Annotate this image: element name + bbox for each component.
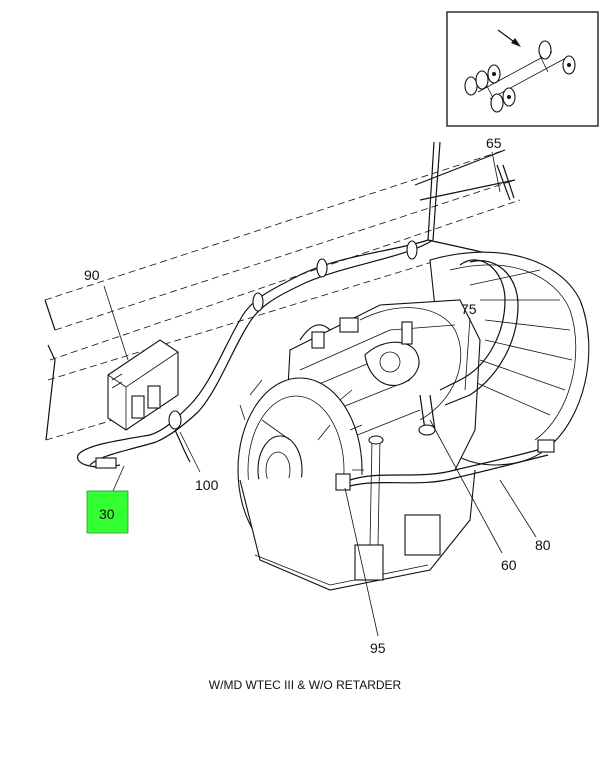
- leader-30: [112, 465, 125, 492]
- callout-90[interactable]: 90: [84, 267, 100, 283]
- frame-rail: [44, 149, 521, 441]
- callout-95[interactable]: 95: [370, 640, 386, 656]
- locator-inset: [446, 11, 599, 127]
- leader-90: [103, 285, 129, 361]
- leader-75: [464, 317, 471, 391]
- callout-60[interactable]: 60: [501, 557, 517, 573]
- transmission-assembly: [237, 251, 590, 591]
- leader-80: [499, 479, 537, 538]
- callout-65[interactable]: 65: [486, 135, 502, 151]
- callout-80[interactable]: 80: [535, 537, 551, 553]
- callout-100[interactable]: 100: [195, 477, 219, 493]
- truck-chassis-locator-icon: [464, 29, 576, 113]
- callout-30[interactable]: 30: [99, 506, 115, 522]
- leader-100: [179, 431, 201, 473]
- leader-95: [344, 487, 379, 637]
- harness-100-routing: [77, 319, 249, 469]
- control-module-90: [107, 339, 179, 431]
- leader-60: [429, 419, 503, 554]
- leader-65: [491, 151, 501, 193]
- diagram-caption: W/MD WTEC III & W/O RETARDER: [208, 678, 402, 692]
- leader-lines: [103, 151, 537, 637]
- callout-75[interactable]: 75: [461, 301, 477, 317]
- callout-30-highlight: [86, 490, 129, 534]
